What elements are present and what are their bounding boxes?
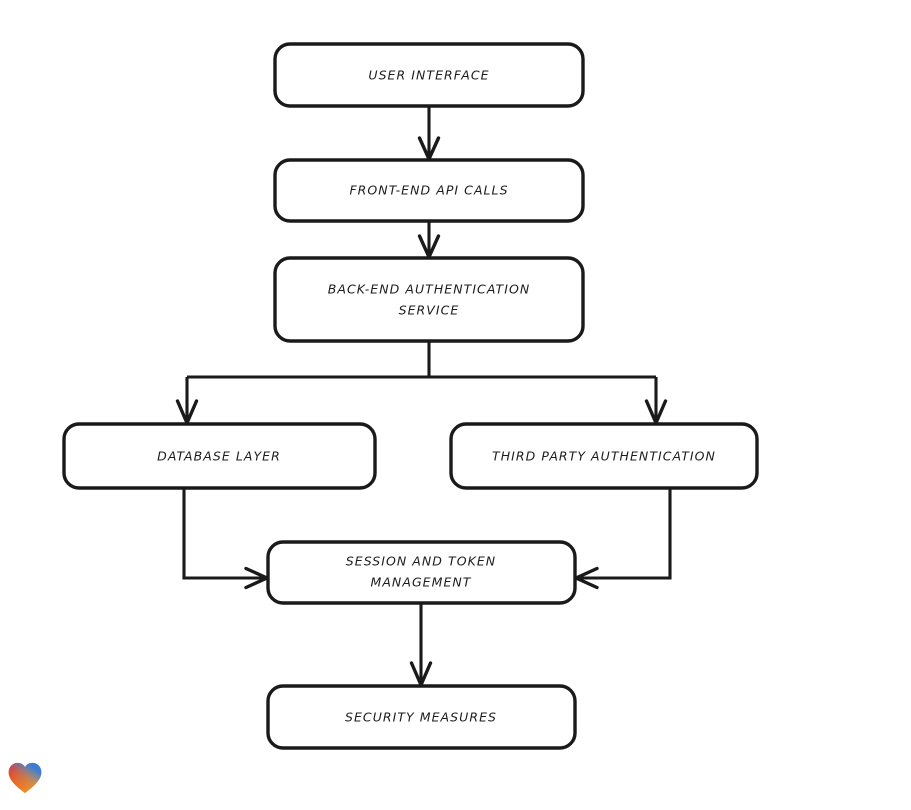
edge-backend-to-database bbox=[175, 377, 199, 425]
node-database-layer-shape[interactable] bbox=[62, 422, 377, 490]
node-front-end-api-calls-shape[interactable] bbox=[273, 158, 585, 223]
edge-thirdparty-to-session bbox=[574, 488, 672, 590]
node-front-end-api-calls[interactable]: FRONT-END API CALLS bbox=[273, 158, 585, 223]
node-security-measures-label: SECURITY MEASURES bbox=[345, 710, 497, 725]
edge-backend-to-thirdparty bbox=[644, 377, 668, 425]
node-third-party-authentication-shape[interactable] bbox=[449, 422, 759, 490]
node-front-end-api-calls-label: FRONT-END API CALLS bbox=[349, 183, 508, 198]
edge-backend-to-branch bbox=[187, 341, 656, 379]
node-third-party-authentication-label: THIRD PARTY AUTHENTICATION bbox=[492, 449, 716, 464]
node-back-end-authentication-service-label-line2: SERVICE bbox=[399, 303, 460, 318]
edge-session-to-security bbox=[409, 603, 433, 687]
heart-icon-blue-overlay bbox=[8, 762, 42, 794]
node-session-and-token-management-label-line1: SESSION AND TOKEN bbox=[346, 554, 496, 569]
heart-icon bbox=[8, 762, 42, 794]
node-session-and-token-management[interactable]: SESSION AND TOKEN MANAGEMENT bbox=[266, 540, 577, 605]
node-back-end-authentication-service-label-line1: BACK-END AUTHENTICATION bbox=[328, 282, 531, 297]
node-database-layer[interactable]: DATABASE LAYER bbox=[62, 422, 377, 490]
node-back-end-authentication-service[interactable]: BACK-END AUTHENTICATION SERVICE bbox=[273, 256, 585, 343]
node-security-measures-shape[interactable] bbox=[266, 684, 577, 750]
edge-database-to-session bbox=[182, 488, 269, 590]
node-security-measures[interactable]: SECURITY MEASURES bbox=[266, 684, 577, 750]
edge-ui-to-api bbox=[417, 106, 441, 161]
node-third-party-authentication[interactable]: THIRD PARTY AUTHENTICATION bbox=[449, 422, 759, 490]
node-session-and-token-management-shape[interactable] bbox=[266, 540, 577, 605]
node-database-layer-label: DATABASE LAYER bbox=[157, 449, 281, 464]
node-user-interface-shape[interactable] bbox=[273, 42, 585, 108]
node-user-interface-label: USER INTERFACE bbox=[368, 68, 489, 83]
node-session-and-token-management-label-line2: MANAGEMENT bbox=[371, 575, 472, 590]
node-back-end-authentication-service-shape[interactable] bbox=[273, 256, 585, 343]
node-user-interface[interactable]: USER INTERFACE bbox=[273, 42, 585, 108]
edge-api-to-backend bbox=[417, 221, 441, 259]
